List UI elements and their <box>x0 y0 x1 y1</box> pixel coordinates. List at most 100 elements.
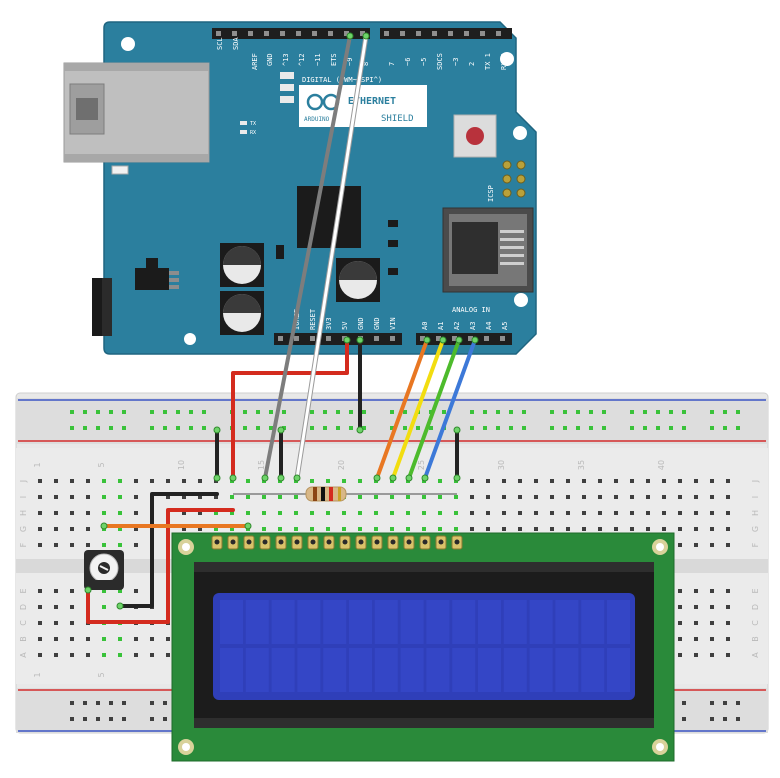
lcd-cell <box>426 648 450 692</box>
connected-hole <box>406 511 410 515</box>
connected-hole <box>563 426 567 430</box>
breadboard-hole <box>166 637 170 641</box>
pin-label-a2: A2 <box>453 322 461 330</box>
connected-hole <box>602 426 606 430</box>
breadboard-hole <box>70 511 74 515</box>
col-num-15: 15 <box>257 460 266 470</box>
lcd-cell <box>374 648 398 692</box>
rx-led-icon <box>240 130 247 134</box>
breadboard-hole <box>710 479 714 483</box>
connected-hole <box>122 410 126 414</box>
breadboard-hole <box>134 495 138 499</box>
breadboard-hole <box>150 653 154 657</box>
row-letters: J I H G F E D C B A J I H G F E D C B A <box>19 480 760 658</box>
header-pin <box>232 31 237 36</box>
connected-hole <box>496 426 500 430</box>
breadboard-hole <box>134 527 138 531</box>
led-2 <box>280 84 294 91</box>
connected-hole <box>256 410 260 414</box>
connected-hole <box>310 527 314 531</box>
col-num-35: 35 <box>577 460 586 470</box>
wire-endpoint <box>346 32 354 40</box>
breadboard-hole <box>198 495 202 499</box>
connected-hole <box>214 527 218 531</box>
col-num-30: 30 <box>497 460 506 470</box>
connected-hole <box>630 426 634 430</box>
pin-label-sdcs: SDCS <box>436 53 444 70</box>
connected-hole <box>294 495 298 499</box>
breadboard-hole <box>38 653 42 657</box>
connected-hole <box>189 410 193 414</box>
breadboard-hole <box>486 495 490 499</box>
connected-hole <box>358 495 362 499</box>
connected-hole <box>102 605 106 609</box>
header-pin <box>216 31 221 36</box>
rail-hole <box>723 717 727 721</box>
shield-title-shield: SHIELD <box>381 114 414 124</box>
wire-a1-yellow <box>391 338 445 480</box>
pin-label-gnd-1: GND <box>357 317 365 330</box>
connected-hole <box>118 511 122 515</box>
header-pin <box>280 31 285 36</box>
breadboard-hole <box>726 653 730 657</box>
capacitor <box>220 243 264 287</box>
connected-hole <box>83 410 87 414</box>
mount-hole <box>121 37 135 51</box>
connected-hole <box>176 426 180 430</box>
rail-hole <box>83 701 87 705</box>
connected-hole <box>669 426 673 430</box>
potentiometer <box>84 550 124 590</box>
w5100-chip <box>297 186 361 248</box>
connected-hole <box>230 495 234 499</box>
breadboard-hole <box>54 511 58 515</box>
wire-endpoint <box>423 336 431 344</box>
wire-endpoint <box>373 474 381 482</box>
breadboard-hole <box>86 653 90 657</box>
connected-hole <box>150 410 154 414</box>
header-pin <box>420 336 425 341</box>
mount-hole <box>184 333 196 345</box>
lcd-cell <box>400 648 424 692</box>
connected-hole <box>602 410 606 414</box>
connected-hole <box>390 495 394 499</box>
lcd-cell <box>245 648 269 692</box>
connected-hole <box>454 527 458 531</box>
wire-endpoint <box>213 474 221 482</box>
breadboard-hole <box>518 479 522 483</box>
wire-a3-blue <box>423 338 477 480</box>
connected-hole <box>202 410 206 414</box>
header-pin <box>484 336 489 341</box>
breadboard-hole <box>710 653 714 657</box>
wire-endpoint <box>213 426 221 434</box>
breadboard-hole <box>678 479 682 483</box>
power-header <box>274 333 402 345</box>
breadboard-hole <box>726 479 730 483</box>
breadboard-hole <box>694 589 698 593</box>
lcd-cell <box>555 648 579 692</box>
connected-hole <box>429 426 433 430</box>
breadboard-hole <box>694 605 698 609</box>
connected-hole <box>374 495 378 499</box>
icsp-pin <box>516 174 526 184</box>
breadboard-hole <box>486 479 490 483</box>
breadboard-hole <box>486 527 490 531</box>
header-pin <box>432 31 437 36</box>
header-pin <box>360 31 365 36</box>
pin-label-a3: A3 <box>469 322 477 330</box>
breadboard-hole <box>694 527 698 531</box>
wire-endpoint <box>277 474 285 482</box>
sd-card-slot <box>442 207 534 293</box>
lcd-cell <box>400 600 424 644</box>
pin-label-8: 8 <box>362 62 370 66</box>
lcd-cell <box>297 648 321 692</box>
breadboard-hole <box>134 511 138 515</box>
col-num-5-bottom: 5 <box>97 672 106 677</box>
wire-endpoint <box>356 426 364 434</box>
lcd-cell <box>503 648 527 692</box>
capacitor <box>220 291 264 335</box>
header-pin <box>416 31 421 36</box>
breadboard-hole <box>694 479 698 483</box>
connected-hole <box>256 426 260 430</box>
wire-endpoint <box>261 474 269 482</box>
connected-hole <box>118 653 122 657</box>
